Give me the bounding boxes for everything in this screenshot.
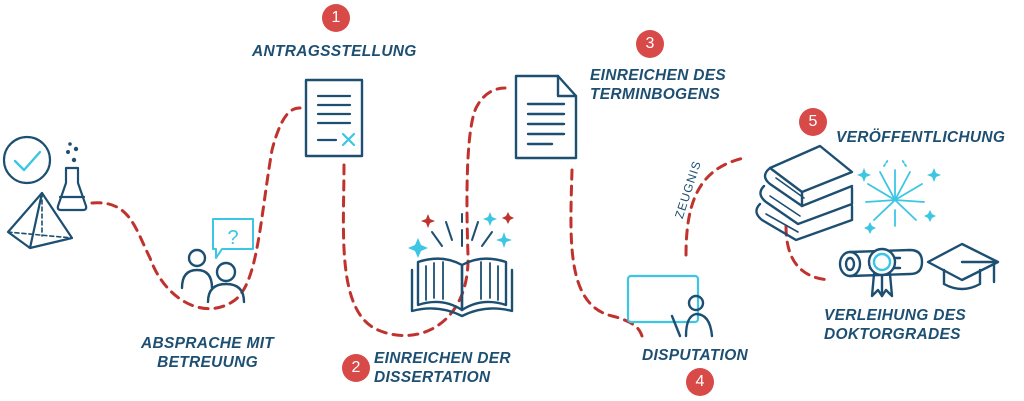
radiating-lines: [431, 213, 493, 247]
check-mark: [13, 150, 42, 172]
books-stack-icon: [755, 144, 854, 242]
path-segment-4: [684, 156, 746, 257]
step-5-badge: 5: [799, 108, 827, 136]
document-icon: [514, 74, 578, 160]
fireworks-icon: [865, 159, 925, 227]
stars: [857, 168, 941, 234]
open-book-icon: [408, 212, 514, 318]
path-segment-3: [569, 168, 644, 338]
research-icons: [2, 135, 88, 250]
step-4-badge: 4: [686, 368, 714, 396]
bubbles: [66, 142, 79, 163]
path-segment-1: [90, 106, 302, 311]
step-3-badge: 3: [636, 30, 664, 58]
path-segment-2: [341, 86, 507, 338]
application-form-icon: [304, 78, 364, 158]
path-segment-5: [784, 224, 832, 282]
check-circle-icon: [2, 135, 52, 185]
step-5-title: VERÖFFENTLICHUNG: [836, 129, 1006, 146]
speech-bubble: [212, 218, 254, 259]
presentation-board-icon: [626, 274, 714, 338]
step-2-badge: 2: [342, 354, 370, 382]
step-1-badge: 1: [322, 4, 350, 32]
process-path: [90, 86, 832, 338]
step-4-title: DISPUTATION: [642, 347, 749, 364]
diploma-graduation-icon: [838, 242, 1000, 298]
sparkles: [408, 212, 512, 258]
pyramid-icon: [6, 191, 74, 250]
step-1-title: ANTRAGSSTELLUNG: [252, 43, 417, 60]
consultation-people-icon: ?: [180, 218, 254, 304]
flask-icon: [56, 166, 88, 212]
question-mark: ?: [227, 227, 238, 249]
